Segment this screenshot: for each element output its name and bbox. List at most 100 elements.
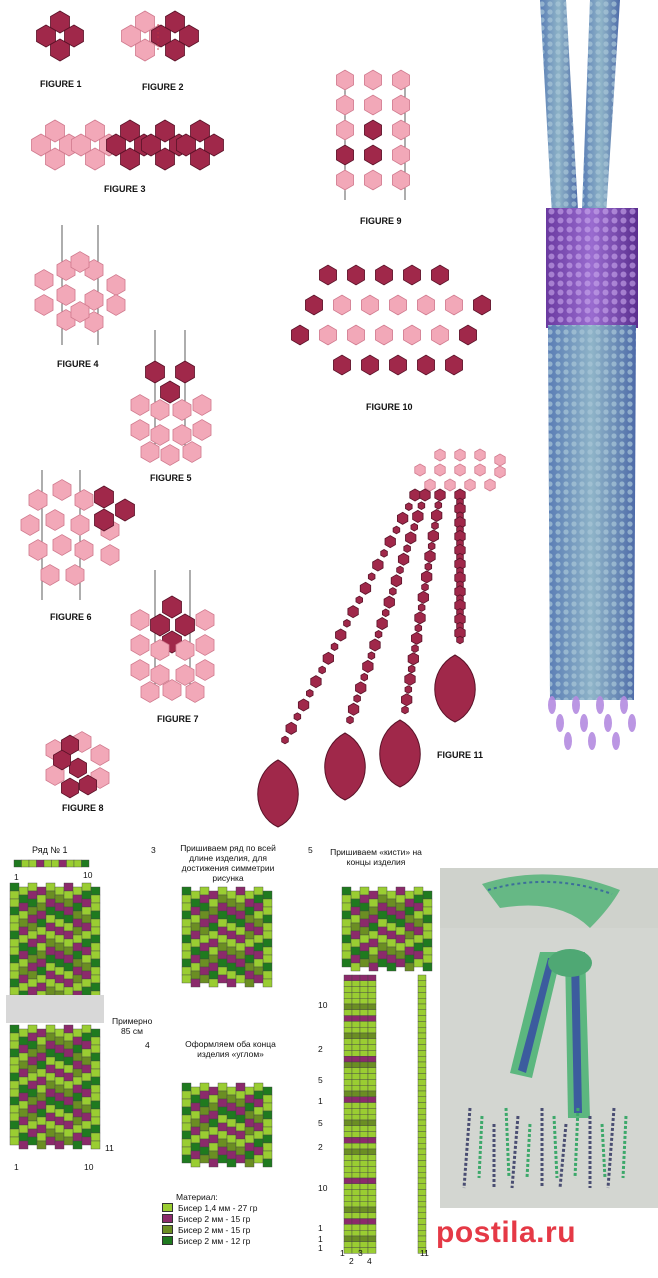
pattern-cell bbox=[208, 890, 219, 900]
pattern-cell bbox=[45, 946, 56, 956]
pattern-cell bbox=[404, 914, 415, 924]
strand-bead bbox=[360, 672, 369, 682]
bead-dark bbox=[61, 777, 79, 799]
figure-4-label: FIGURE 4 bbox=[57, 359, 99, 369]
strand-bead bbox=[335, 628, 347, 642]
pattern-cell bbox=[262, 970, 273, 980]
bead-dark bbox=[150, 613, 170, 637]
pattern-cell bbox=[36, 1132, 47, 1142]
pattern-cell bbox=[208, 1118, 219, 1128]
pattern-cell bbox=[386, 898, 397, 908]
pattern-cell bbox=[9, 1032, 20, 1042]
material-swatch bbox=[162, 1214, 173, 1223]
strand-bead bbox=[424, 549, 436, 563]
strand-bead bbox=[306, 689, 314, 698]
pattern-cell bbox=[235, 1138, 246, 1148]
strand-bead bbox=[347, 702, 360, 716]
strip-cell bbox=[351, 1218, 361, 1225]
bead-dark bbox=[333, 354, 351, 376]
strand-bead bbox=[407, 664, 416, 674]
pattern-cell bbox=[36, 934, 47, 944]
bead-light bbox=[361, 294, 379, 316]
pattern-cell bbox=[81, 1104, 92, 1114]
strand-bead bbox=[346, 715, 354, 725]
figure-10-label: FIGURE 10 bbox=[366, 402, 413, 412]
strip-cell bbox=[367, 1044, 377, 1051]
bead-dark bbox=[364, 144, 382, 166]
pattern-cell bbox=[36, 1124, 47, 1134]
strip-cell bbox=[359, 1201, 369, 1208]
pattern-cell bbox=[27, 1048, 38, 1058]
bead-light bbox=[494, 465, 506, 479]
pattern-cell bbox=[253, 1130, 264, 1140]
step-4-text: Оформляем оба конца изделия «углом» bbox=[185, 1039, 276, 1059]
pattern-cell bbox=[72, 1092, 83, 1102]
strip-cell bbox=[367, 1212, 377, 1219]
pattern-cell bbox=[63, 890, 74, 900]
pattern-cell bbox=[244, 938, 255, 948]
row-1-cell bbox=[21, 859, 30, 868]
bead-light bbox=[130, 634, 150, 656]
pattern-cell bbox=[404, 906, 415, 916]
pattern-cell bbox=[217, 1122, 228, 1132]
row-count-label: 1 bbox=[318, 1243, 323, 1253]
pattern-cell bbox=[350, 890, 361, 900]
pattern-cell bbox=[226, 978, 237, 988]
pattern-cell bbox=[54, 926, 65, 936]
pattern-cell bbox=[36, 974, 47, 984]
strip-cell bbox=[343, 1079, 353, 1086]
strand-bead bbox=[405, 531, 417, 545]
strip-cell bbox=[359, 1154, 369, 1161]
strip-cell bbox=[417, 1206, 427, 1214]
strip-cell bbox=[343, 1108, 353, 1115]
strip-cell bbox=[343, 986, 353, 993]
pattern-cell bbox=[359, 886, 370, 896]
row-count-label: 1 bbox=[318, 1096, 323, 1106]
strip-cell bbox=[367, 1090, 377, 1098]
strip-cell bbox=[359, 986, 369, 993]
strip-cell bbox=[351, 1032, 361, 1040]
pattern-cell bbox=[253, 974, 264, 984]
pattern-cell bbox=[45, 930, 56, 940]
row-count-label: 10 bbox=[318, 1000, 328, 1010]
pattern-cell bbox=[377, 894, 388, 904]
strip-cell bbox=[343, 1096, 353, 1103]
pattern-cell bbox=[81, 882, 92, 892]
pattern-scheme-drawing bbox=[6, 859, 433, 1254]
pattern-cell bbox=[208, 1158, 219, 1168]
strand-bead bbox=[401, 693, 413, 707]
strip-cell bbox=[367, 1102, 377, 1109]
pattern-cell bbox=[72, 958, 83, 968]
pattern-cell bbox=[18, 918, 29, 928]
strip-cell bbox=[359, 1015, 369, 1022]
strand-bead bbox=[419, 488, 431, 502]
petal-drop bbox=[324, 732, 366, 801]
pattern-cell bbox=[244, 922, 255, 932]
bead-light bbox=[74, 539, 94, 561]
pattern-cell bbox=[27, 1088, 38, 1098]
bead-light bbox=[445, 294, 463, 316]
pattern-cell bbox=[27, 1128, 38, 1138]
pattern-cell bbox=[350, 954, 361, 964]
figure-3-label: FIGURE 3 bbox=[104, 184, 146, 194]
pattern-cell bbox=[81, 1136, 92, 1146]
fringe-strand bbox=[525, 1123, 532, 1179]
pattern-cell bbox=[208, 946, 219, 956]
pattern-cell bbox=[208, 978, 219, 988]
pattern-cell bbox=[217, 966, 228, 976]
strip-cell bbox=[351, 1166, 361, 1173]
pattern-cell bbox=[190, 962, 201, 972]
pattern-cell bbox=[226, 946, 237, 956]
strip-cell bbox=[343, 1114, 353, 1121]
pattern-cell bbox=[413, 926, 424, 936]
strip-cell bbox=[343, 1206, 353, 1214]
pattern-cell bbox=[377, 918, 388, 928]
strip-cell bbox=[367, 1015, 377, 1022]
pattern-cell bbox=[81, 1072, 92, 1082]
pattern-cell bbox=[63, 1072, 74, 1082]
pattern-cell bbox=[181, 918, 192, 928]
pattern-cell bbox=[404, 898, 415, 908]
pattern-cell bbox=[27, 978, 38, 988]
bead-light bbox=[403, 324, 421, 346]
strip-cell bbox=[359, 1131, 369, 1138]
